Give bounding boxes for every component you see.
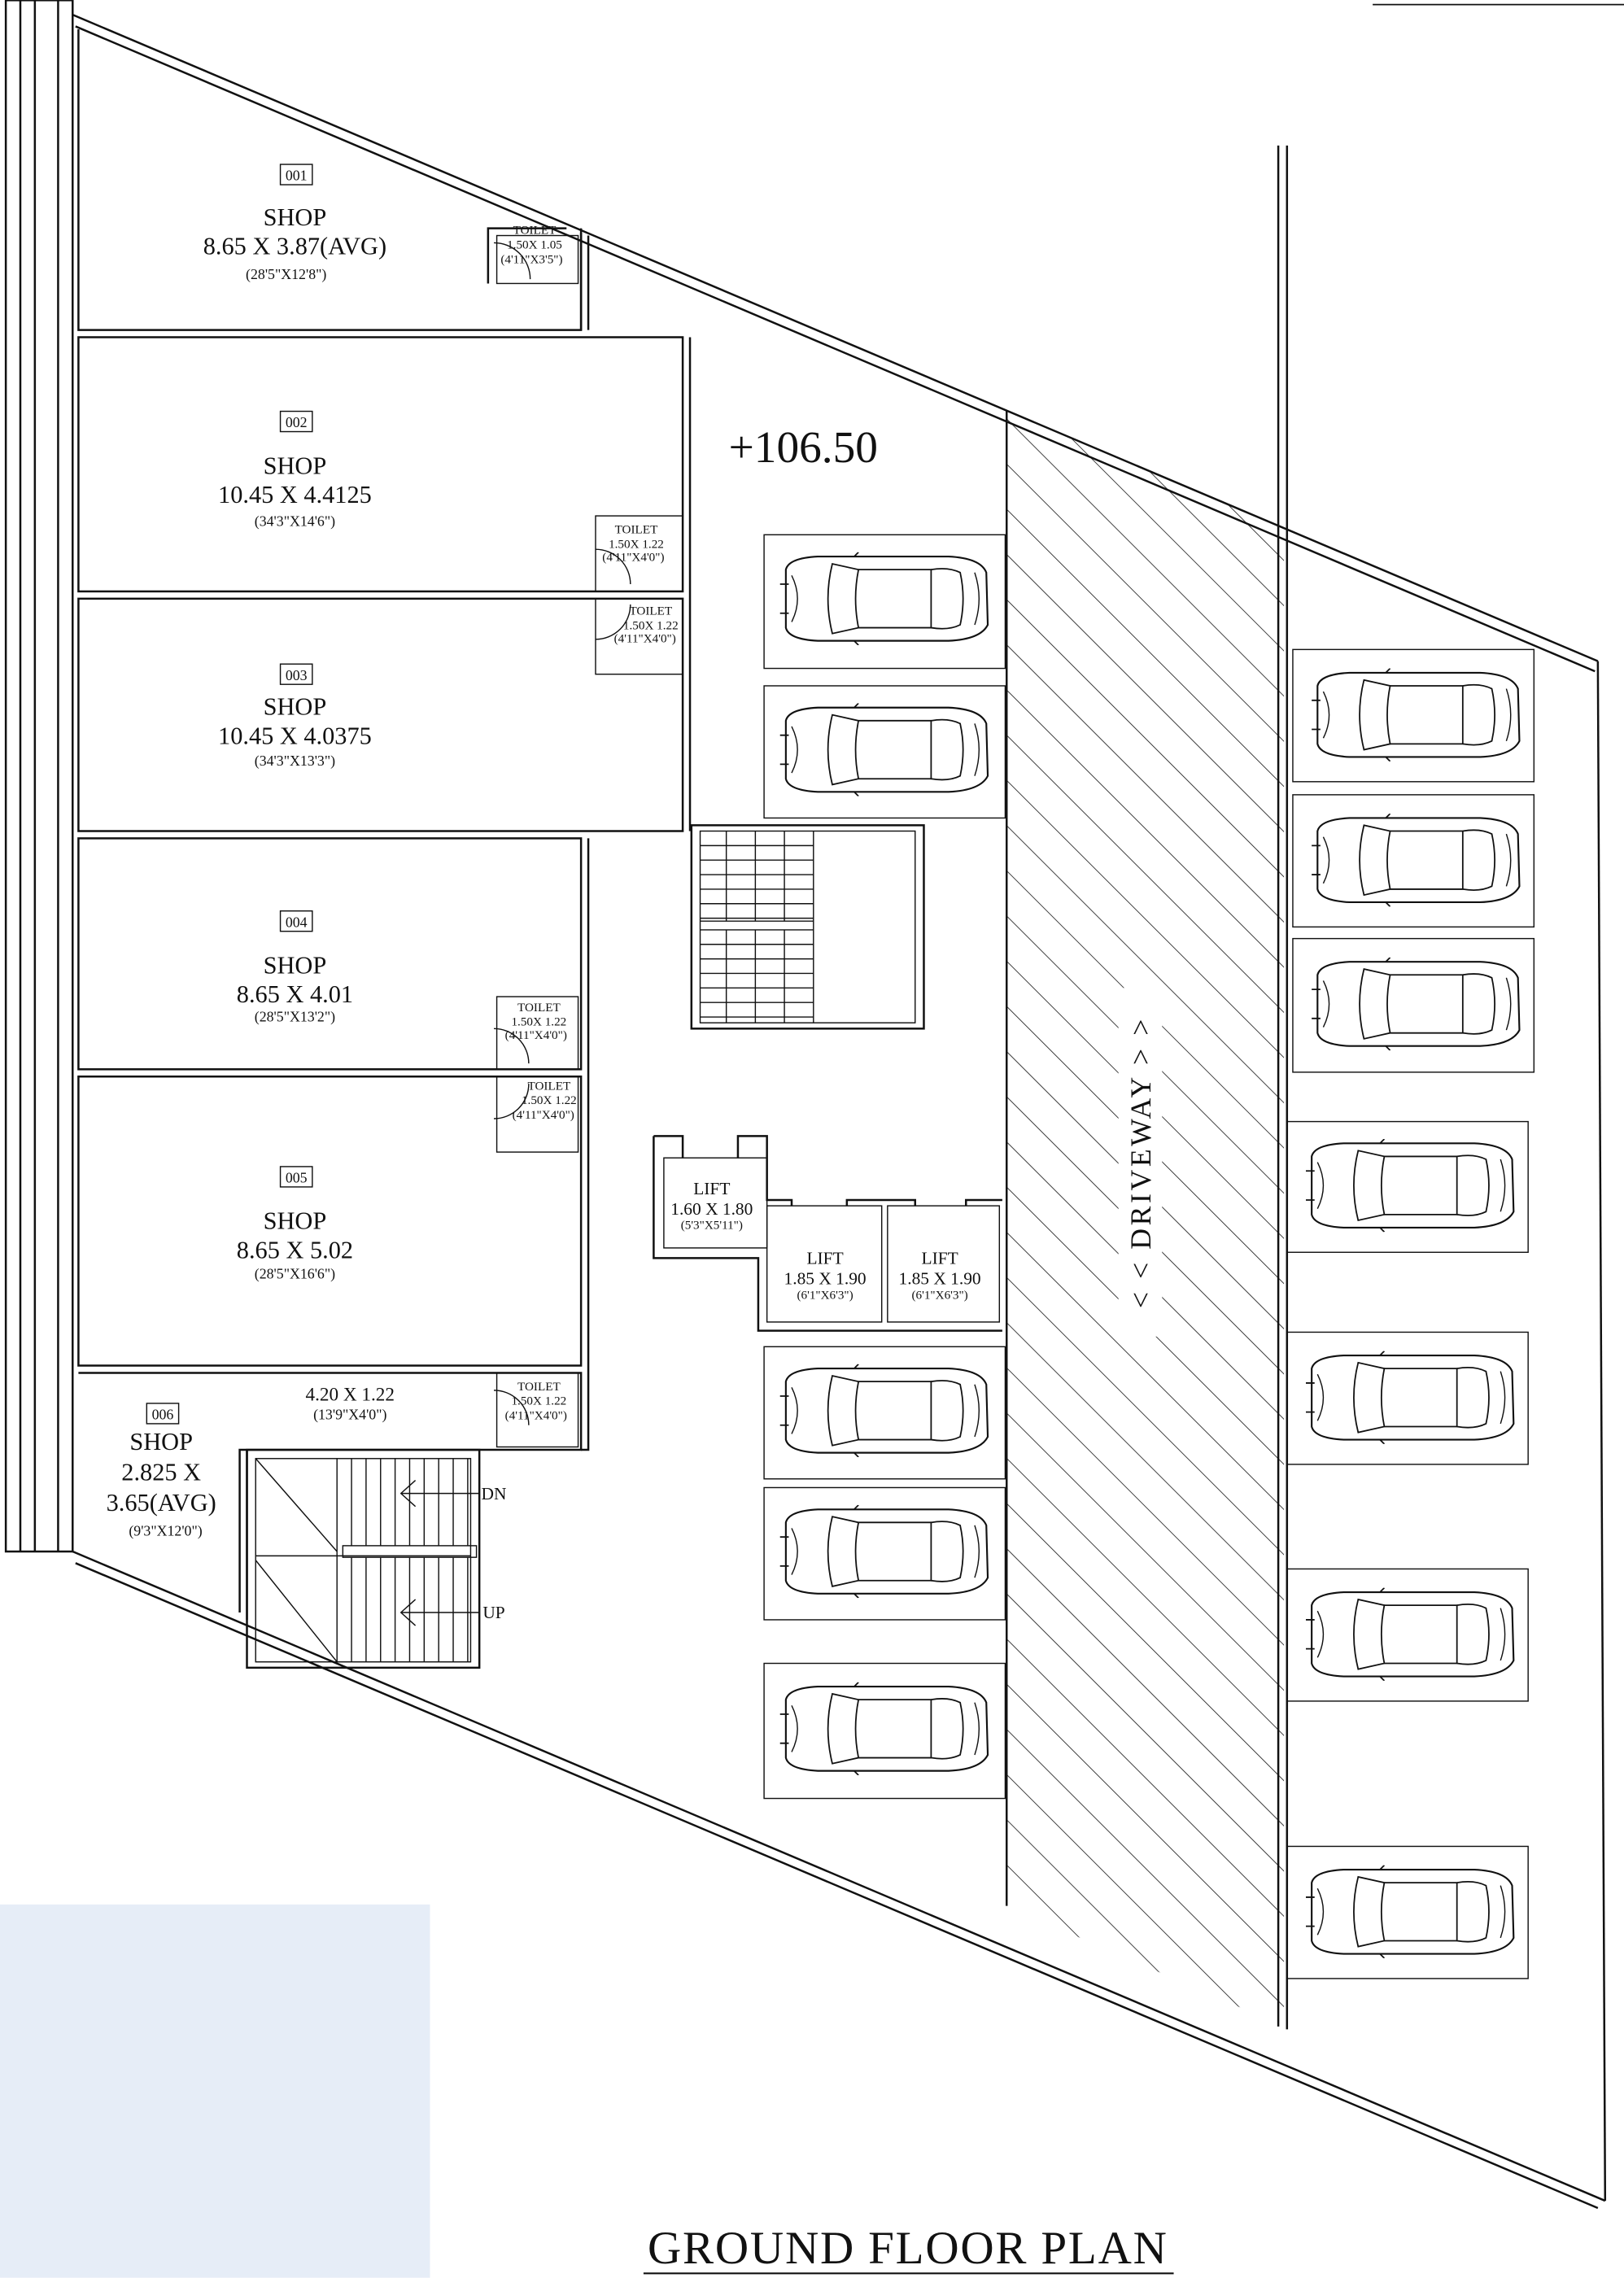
car-icon bbox=[779, 1364, 989, 1457]
lift-imperial: (6'1"X6'3") bbox=[912, 1288, 968, 1302]
background-panel bbox=[0, 1904, 430, 2278]
toilet-label: TOILET bbox=[629, 604, 672, 618]
car-icon bbox=[1304, 1865, 1515, 1958]
shop-005: 005 SHOP 8.65 X 5.02 (28'5"X16'6") bbox=[237, 1166, 353, 1282]
shop-id: 003 bbox=[286, 667, 308, 683]
shop-name: SHOP bbox=[264, 693, 327, 721]
stair-down-label: DN bbox=[482, 1484, 507, 1503]
lift-dims: 1.85 X 1.90 bbox=[899, 1269, 981, 1289]
shop-dims-line2: 3.65(AVG) bbox=[107, 1489, 216, 1516]
car-icon bbox=[1311, 957, 1521, 1051]
lift-imperial: (5'3"X5'11") bbox=[681, 1219, 743, 1233]
lift-dims: 1.85 X 1.90 bbox=[784, 1269, 867, 1289]
lift-2: LIFT 1.85 X 1.90 (6'1"X6'3") bbox=[784, 1249, 867, 1303]
shop-id: 002 bbox=[286, 414, 308, 430]
shop-002: 002 SHOP 10.45 X 4.4125 (34'3"X14'6") bbox=[218, 410, 372, 530]
lift-label: LIFT bbox=[922, 1249, 958, 1268]
lift-shafts bbox=[653, 1135, 1002, 1332]
shop-name: SHOP bbox=[264, 452, 327, 479]
toilet-2: TOILET 1.50X 1.22 (4'11"X4'0") bbox=[602, 523, 664, 565]
shop-dims: 8.65 X 4.01 bbox=[237, 980, 353, 1008]
shop-dims: 10.45 X 4.4125 bbox=[218, 481, 372, 508]
car-icon bbox=[1311, 668, 1521, 762]
shop-name: SHOP bbox=[264, 1207, 327, 1235]
car-icon bbox=[779, 1682, 989, 1775]
corridor-dims: 4.20 X 1.22 bbox=[306, 1384, 395, 1405]
car-icon bbox=[779, 703, 989, 796]
shop-imperial: (28'5"X12'8") bbox=[246, 266, 326, 283]
car-icon bbox=[1304, 1587, 1515, 1681]
toilet-imperial: (4'11"X4'0") bbox=[505, 1409, 567, 1423]
car-icon bbox=[1304, 1351, 1515, 1444]
toilet-imperial: (4'11"X3'5") bbox=[500, 252, 562, 266]
shop-id: 005 bbox=[286, 1170, 308, 1186]
car-icon bbox=[1311, 814, 1521, 907]
toilet-imperial: (4'11"X4'0") bbox=[614, 631, 676, 645]
toilet-dims: 1.50X 1.22 bbox=[511, 1394, 566, 1408]
shop-006: 006 SHOP 2.825 X 3.65(AVG) (9'3"X12'0") bbox=[107, 1403, 216, 1539]
toilet-5: TOILET 1.50X 1.22 (4'11"X4'0") bbox=[513, 1079, 577, 1122]
shop-dims-line1: 2.825 X bbox=[121, 1459, 201, 1486]
car-icon bbox=[1304, 1139, 1515, 1233]
lift-dims: 1.60 X 1.80 bbox=[670, 1199, 753, 1219]
shop-imperial: (28'5"X13'2") bbox=[255, 1008, 335, 1025]
toilet-dims: 1.50X 1.22 bbox=[609, 537, 664, 551]
shop-imperial: (9'3"X12'0") bbox=[129, 1522, 202, 1539]
shop-name: SHOP bbox=[264, 951, 327, 979]
lift-label: LIFT bbox=[693, 1179, 730, 1198]
driveway-label-bg bbox=[1118, 988, 1163, 1337]
interior-walls bbox=[77, 29, 692, 1620]
shop-003: 003 SHOP 10.45 X 4.0375 (34'3"X13'3") bbox=[218, 663, 372, 770]
shop-dims: 8.65 X 3.87(AVG) bbox=[203, 233, 386, 260]
toilet-label: TOILET bbox=[527, 1079, 570, 1093]
toilet-dims: 1.50X 1.05 bbox=[507, 238, 562, 252]
lift-label: LIFT bbox=[806, 1249, 843, 1268]
toilet-dims: 1.50X 1.22 bbox=[623, 618, 679, 632]
toilet-4: TOILET 1.50X 1.22 (4'11"X4'0") bbox=[505, 1001, 567, 1042]
toilet-rooms bbox=[494, 234, 683, 1448]
shop-id: 006 bbox=[152, 1407, 174, 1423]
stair-up-label: UP bbox=[482, 1603, 504, 1622]
toilet-dims: 1.50X 1.22 bbox=[522, 1093, 577, 1107]
level-marker: +106.50 bbox=[729, 422, 878, 472]
outer-walls bbox=[4, 0, 1607, 2210]
toilet-1: TOILET 1.50X 1.05 (4'11"X3'5") bbox=[500, 224, 562, 267]
toilet-imperial: (4'11"X4'0") bbox=[513, 1108, 574, 1122]
shop-001: 001 SHOP 8.65 X 3.87(AVG) (28'5"X12'8") bbox=[203, 164, 386, 283]
lift-3: LIFT 1.85 X 1.90 (6'1"X6'3") bbox=[899, 1249, 981, 1303]
shop-004: 004 SHOP 8.65 X 4.01 (28'5"X13'2") bbox=[237, 910, 353, 1025]
toilet-imperial: (4'11"X4'0") bbox=[505, 1028, 567, 1042]
car-icon bbox=[779, 1504, 989, 1599]
shop-name: SHOP bbox=[129, 1428, 193, 1455]
shop-dims: 10.45 X 4.0375 bbox=[218, 722, 372, 749]
shop-id: 004 bbox=[286, 914, 308, 930]
toilet-3: TOILET 1.50X 1.22 (4'11"X4'0") bbox=[614, 604, 679, 645]
stair-lower bbox=[246, 1448, 481, 1669]
driveway-label: < < DRIVEWAY > > bbox=[1124, 1016, 1157, 1308]
shop-imperial: (28'5"X16'6") bbox=[255, 1265, 335, 1282]
lift-imperial: (6'1"X6'3") bbox=[797, 1288, 853, 1302]
parking-bays bbox=[763, 534, 1535, 1979]
car-icon bbox=[779, 552, 989, 645]
toilet-dims: 1.50X 1.22 bbox=[511, 1015, 566, 1029]
plan-title: GROUND FLOOR PLAN bbox=[648, 2223, 1168, 2274]
shop-imperial: (34'3"X14'6") bbox=[255, 513, 335, 530]
toilet-6: TOILET 1.50X 1.22 (4'11"X4'0") bbox=[505, 1380, 567, 1423]
toilet-label: TOILET bbox=[517, 1380, 561, 1394]
shop-imperial: (34'3"X13'3") bbox=[255, 753, 335, 770]
lift-1: LIFT 1.60 X 1.80 (5'3"X5'11") bbox=[670, 1179, 753, 1233]
toilet-label: TOILET bbox=[517, 1001, 561, 1015]
toilet-imperial: (4'11"X4'0") bbox=[602, 550, 664, 564]
shop-id: 001 bbox=[286, 168, 308, 184]
stair-upper bbox=[690, 824, 925, 1030]
shop-name: SHOP bbox=[264, 203, 327, 231]
toilet-label: TOILET bbox=[513, 224, 557, 238]
shop-dims: 8.65 X 5.02 bbox=[237, 1236, 353, 1263]
corridor-imperial: (13'9"X4'0") bbox=[313, 1407, 386, 1424]
toilet-label: TOILET bbox=[615, 523, 658, 537]
